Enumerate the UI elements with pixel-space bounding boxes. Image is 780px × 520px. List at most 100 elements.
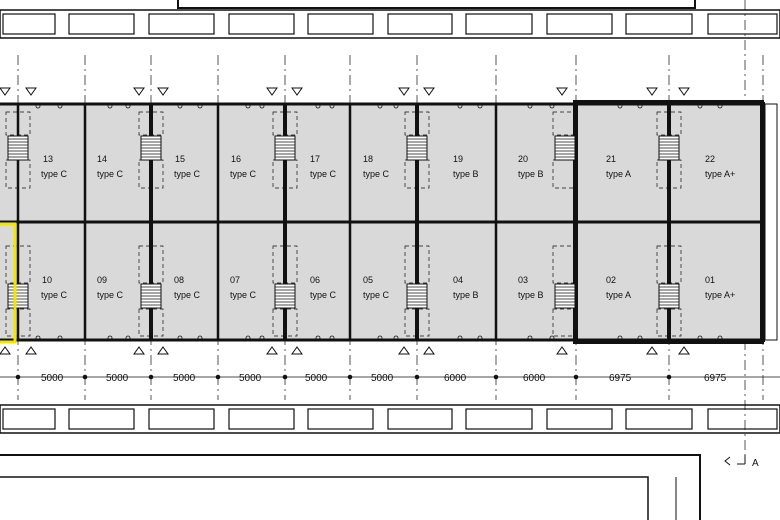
window-mullion (457, 335, 463, 341)
void-outline (5, 245, 31, 284)
window-mullion (457, 103, 463, 109)
void-outline (552, 111, 578, 136)
void-outline (656, 308, 682, 337)
arrow-left-icon (724, 456, 731, 466)
balcony-panel (546, 408, 613, 430)
window-mullion (107, 103, 113, 109)
unit-type: type C (310, 169, 337, 179)
bottom-balcony-strip (0, 404, 780, 434)
window-mullion (245, 335, 251, 341)
selected-unit-highlight[interactable] (0, 222, 17, 344)
unit-type: type C (363, 169, 390, 179)
window-mullion (617, 103, 623, 109)
unit-row-top-background (0, 104, 764, 222)
balcony-panel (387, 408, 453, 430)
dimension-dot (414, 374, 420, 380)
triangle-up-icon (0, 346, 11, 355)
dimension-dot (493, 374, 499, 380)
balcony-panel (625, 408, 693, 430)
balcony-panel (707, 408, 778, 430)
unit-type: type B (453, 169, 479, 179)
triangle-up-icon (423, 346, 435, 355)
balcony-strip (0, 404, 780, 434)
triangle-up-icon (556, 346, 568, 355)
entrance-markers (0, 87, 690, 355)
window-mullion (177, 335, 183, 341)
unit-type: type A+ (705, 290, 735, 300)
unit-type: type C (41, 169, 68, 179)
unit-number: 01 (705, 275, 715, 285)
unit-number: 19 (453, 154, 463, 164)
triangle-up-icon (398, 346, 410, 355)
balcony-panel (148, 408, 215, 430)
unit-number: 03 (518, 275, 528, 285)
building-block (0, 100, 778, 344)
void-outline (404, 159, 430, 189)
dimension-dot (215, 374, 221, 380)
unit-number: 15 (175, 154, 185, 164)
dimension-label: 5000 (239, 373, 262, 384)
void-outline (272, 308, 298, 337)
unit-type: type C (363, 290, 390, 300)
void-outline (272, 245, 298, 284)
unit-number: 16 (231, 154, 241, 164)
triangle-down-icon (266, 87, 278, 96)
window-mullion (125, 103, 131, 109)
dimension-dot (347, 374, 353, 380)
unit-number: 17 (310, 154, 320, 164)
void-outline (5, 111, 31, 136)
window-mullion (57, 335, 63, 341)
window-mullion (717, 103, 723, 109)
window-mullion (177, 103, 183, 109)
unit-number: 08 (174, 275, 184, 285)
unit-type: type C (41, 290, 68, 300)
window-mullion (527, 103, 533, 109)
window-mullion (259, 103, 265, 109)
unit-type: type B (453, 290, 479, 300)
window-mullion (57, 103, 63, 109)
unit-number: 09 (97, 275, 107, 285)
triangle-down-icon (398, 87, 410, 96)
dimension-line: 5000 5000 5000 5000 5000 5000 6000 6000 … (0, 373, 780, 384)
balcony-panel (387, 13, 453, 35)
void-outline (272, 111, 298, 136)
window-mullion (35, 103, 41, 109)
void-outline (138, 159, 164, 189)
window-mullion (393, 103, 399, 109)
balcony-panel (2, 13, 56, 35)
dimension-dot (573, 374, 579, 380)
unit-type: type C (174, 169, 201, 179)
unit-type: type B (518, 290, 544, 300)
unit-number: 21 (606, 154, 616, 164)
triangle-up-icon (157, 346, 169, 355)
dimension-label: 5000 (41, 373, 64, 384)
dashed-voids (5, 111, 682, 337)
balcony-panel (68, 408, 135, 430)
void-outline (404, 111, 430, 136)
triangle-down-icon (25, 87, 37, 96)
unit-type: type C (310, 290, 337, 300)
triangle-down-icon (646, 87, 658, 96)
triangle-down-icon (0, 87, 11, 96)
window-mullion (329, 335, 335, 341)
dimension-label: 5000 (371, 373, 394, 384)
window-mullion (197, 335, 203, 341)
window-mullion (549, 335, 555, 341)
void-outline (404, 308, 430, 337)
window-mullion (197, 103, 203, 109)
balcony-panel (707, 13, 778, 35)
balcony-panel (228, 408, 295, 430)
window-mullion (245, 103, 251, 109)
dimension-label: 5000 (305, 373, 328, 384)
top-balcony-strip (0, 9, 780, 39)
window-mullion (697, 335, 703, 341)
void-outline (656, 111, 682, 136)
unit-type: type A (606, 169, 631, 179)
window-mullion (107, 335, 113, 341)
void-outline (552, 245, 578, 284)
unit-number: 22 (705, 154, 715, 164)
window-mullion (393, 335, 399, 341)
unit-type: type A (606, 290, 631, 300)
window-mullion (329, 103, 335, 109)
